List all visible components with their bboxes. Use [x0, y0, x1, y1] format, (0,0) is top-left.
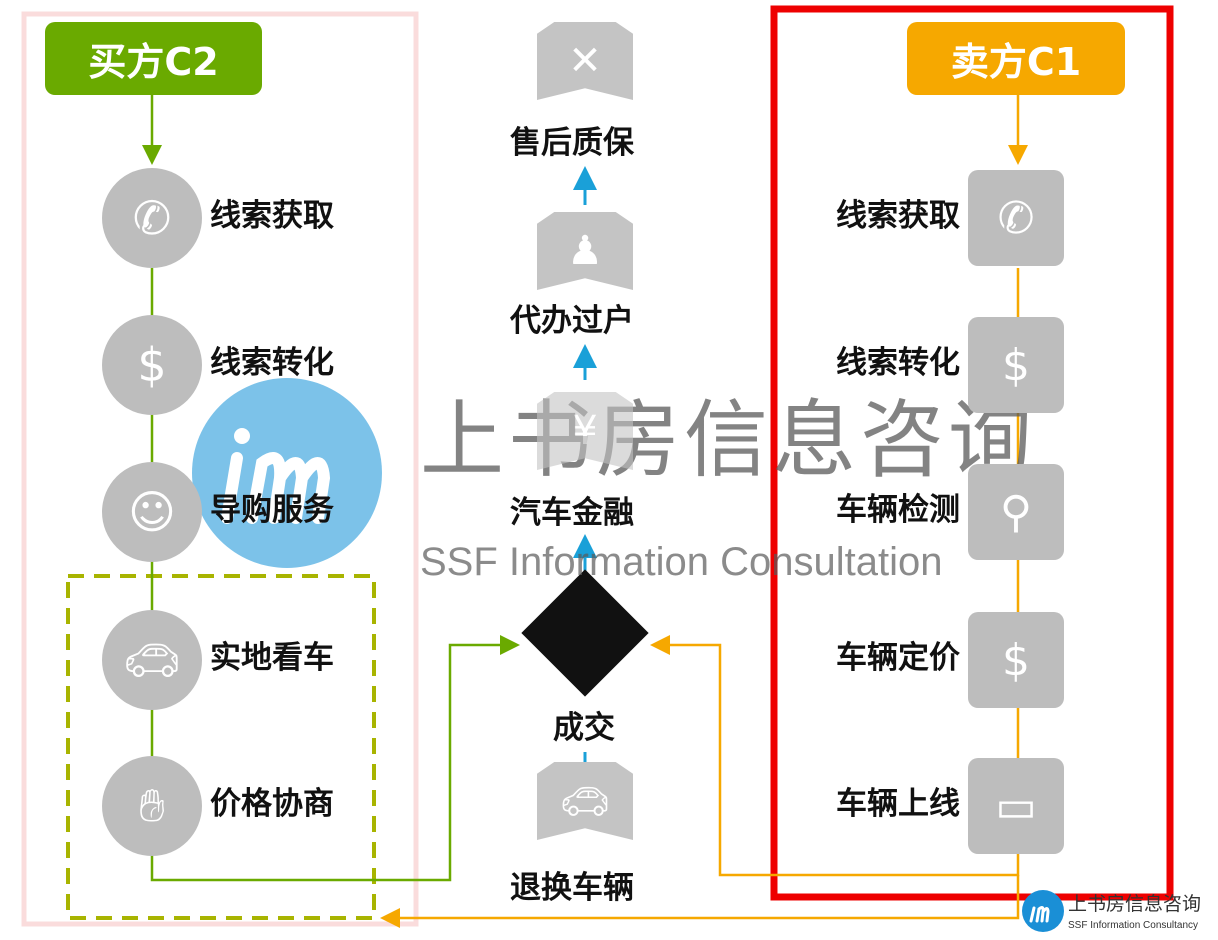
center-step: 退换车辆 — [510, 870, 634, 906]
seller-step: 线索获取 — [836, 198, 960, 234]
buyer-step: 价格协商 — [210, 786, 334, 822]
center-step: 售后质保 — [510, 125, 634, 161]
deal-diamond — [521, 569, 649, 697]
buyer-step: 线索转化 — [210, 345, 334, 381]
watermark-en: SSF Information Consultation — [420, 540, 943, 584]
seller-step: 车辆定价 — [836, 640, 960, 676]
finance-icon: ¥ — [537, 392, 633, 470]
center-step: 汽车金融 — [510, 495, 634, 531]
buyer-step: 线索获取 — [210, 198, 334, 234]
center-step: 成交 — [553, 710, 615, 746]
logo-icon — [1022, 890, 1064, 932]
handshake-icon: ✋︎ — [102, 756, 202, 856]
magnifier-icon: ⚲ — [968, 464, 1064, 560]
price-tag-icon: $ — [968, 612, 1064, 708]
monitor-icon: ▭ — [968, 758, 1064, 854]
buyer-step: 导购服务 — [210, 492, 334, 528]
buyer-highlight-box — [21, 11, 419, 927]
phone-icon: ✆ — [968, 170, 1064, 266]
car-icon: 🚗︎ — [102, 610, 202, 710]
logo-en: SSF Information Consultancy — [1068, 920, 1199, 931]
dashed-box — [66, 574, 376, 920]
buyer-header: 买方C2 — [45, 22, 262, 95]
car-return-icon: 🚗︎ — [537, 762, 633, 840]
tools-icon: ✕ — [537, 22, 633, 100]
center-step: 代办过户 — [510, 303, 634, 339]
seller-step: 线索转化 — [836, 345, 960, 381]
money-hand-icon: $ — [102, 315, 202, 415]
phone-icon: ✆ — [102, 168, 202, 268]
stamp-icon: ♟ — [537, 212, 633, 290]
seller-header: 卖方C1 — [907, 22, 1125, 95]
watermark-logo — [192, 378, 382, 568]
seller-step: 车辆上线 — [836, 786, 960, 822]
seller-highlight-box — [770, 5, 1174, 901]
logo-cn: 上书房信息咨询 — [1068, 893, 1202, 915]
seller-step: 车辆检测 — [836, 492, 960, 528]
salesperson-icon: ☺ — [102, 462, 202, 562]
person-coins-icon: $ — [968, 317, 1064, 413]
watermark-cn: 上书房信息咨询 — [420, 391, 1037, 489]
buyer-step: 实地看车 — [210, 640, 334, 676]
